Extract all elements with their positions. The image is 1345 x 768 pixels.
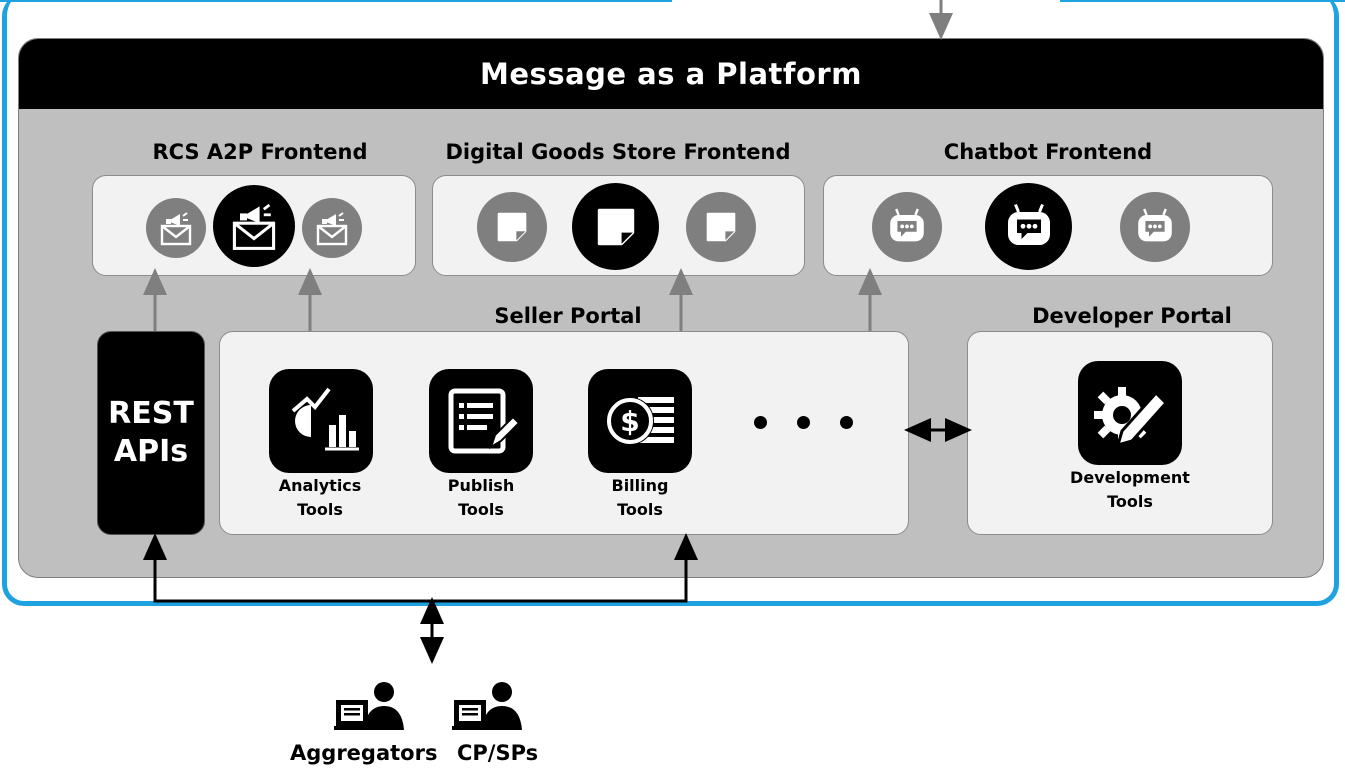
gear-pencil-icon bbox=[1078, 361, 1182, 465]
billing-icon: $ bbox=[588, 369, 692, 473]
chatbot-frontend-title: Chatbot Frontend bbox=[943, 140, 1153, 164]
rest-apis-line2: APIs bbox=[113, 434, 189, 469]
analytics-icon bbox=[269, 369, 373, 473]
user-at-terminal-icon bbox=[452, 680, 524, 732]
rcs-frontend-title: RCS A2P Frontend bbox=[152, 140, 368, 164]
outer-frame-top-left bbox=[0, 0, 672, 2]
megaphone-envelope-icon bbox=[213, 185, 295, 267]
sticker-icon bbox=[572, 183, 659, 270]
more-tools-ellipsis-dot bbox=[754, 416, 767, 429]
robot-icon bbox=[1120, 192, 1190, 262]
megaphone-envelope-icon bbox=[146, 198, 206, 258]
robot-icon bbox=[985, 183, 1072, 270]
more-tools-ellipsis-dot bbox=[797, 416, 810, 429]
svg-text:$: $ bbox=[620, 405, 639, 438]
bus-line bbox=[153, 548, 688, 603]
sticker-icon bbox=[686, 192, 756, 262]
cp-sps-label: CP/SPs bbox=[457, 741, 539, 765]
seller-portal-title: Seller Portal bbox=[494, 304, 642, 328]
more-tools-ellipsis-dot bbox=[840, 416, 853, 429]
robot-icon bbox=[872, 192, 942, 262]
user-at-terminal-icon bbox=[334, 680, 406, 732]
platform-title: Message as a Platform bbox=[19, 39, 1323, 109]
aggregators-label: Aggregators bbox=[290, 741, 438, 765]
developer-portal-title: Developer Portal bbox=[1032, 304, 1232, 328]
sticker-icon bbox=[477, 192, 547, 262]
digital-goods-frontend-title: Digital Goods Store Frontend bbox=[445, 140, 791, 164]
rest-apis-line1: REST bbox=[108, 396, 194, 431]
megaphone-envelope-icon bbox=[302, 198, 362, 258]
publish-icon bbox=[429, 369, 533, 473]
outer-frame bbox=[2, 0, 1339, 606]
outer-frame-top-right bbox=[1060, 0, 1345, 2]
